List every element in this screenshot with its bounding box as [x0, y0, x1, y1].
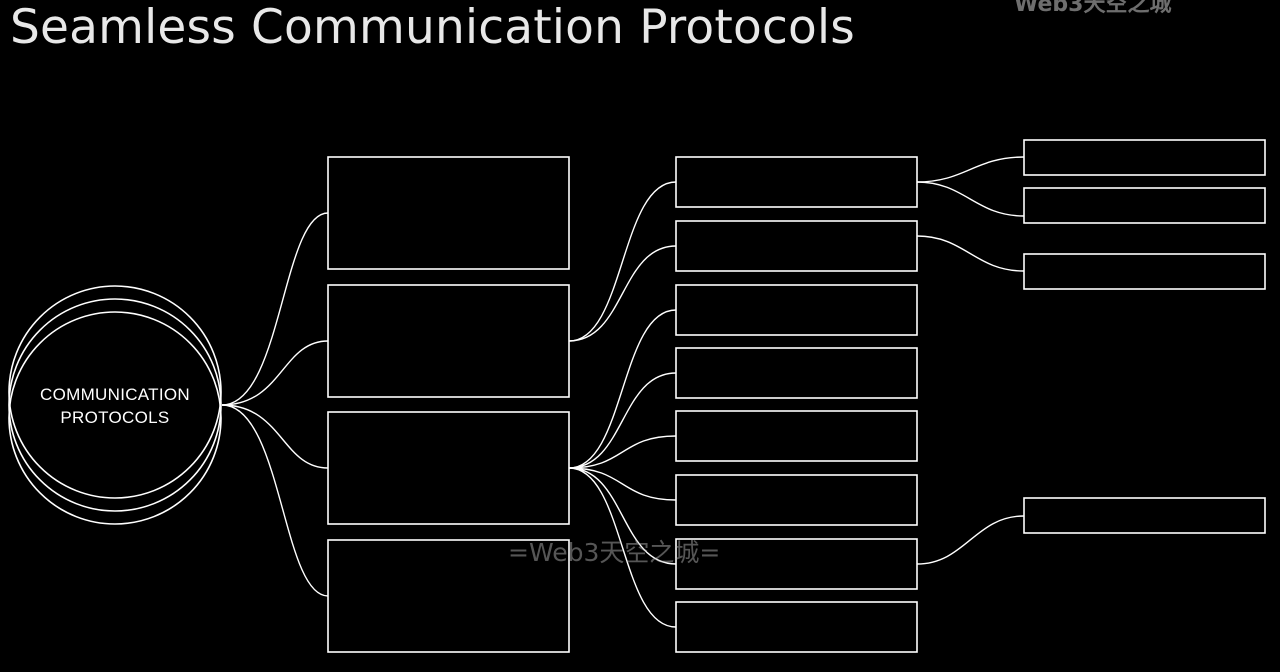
level3-node [1023, 139, 1266, 176]
level2-connectors [916, 156, 1025, 565]
level1-node [327, 539, 570, 653]
center-watermark: =Web3天空之城= [508, 538, 721, 567]
hub-label-line1: COMMUNICATION [40, 385, 190, 404]
level1-node [327, 411, 570, 525]
connector-l1-3-to-l2-4 [568, 372, 677, 469]
connector-l2-1-to-l3-1 [916, 156, 1025, 183]
connector-l2-1-to-l3-2 [916, 181, 1025, 217]
level1-node [327, 156, 570, 270]
page-title: Seamless Communication Protocols [10, 0, 855, 55]
connector-hub-to-l1-1 [221, 212, 329, 406]
level3-node [1023, 253, 1266, 290]
level1-nodes [327, 156, 570, 653]
level2-node [675, 474, 918, 526]
connector-l2-2-to-l3-3 [916, 235, 1025, 272]
level2-node [675, 284, 918, 336]
hub-node: COMMUNICATION PROTOCOLS [8, 285, 222, 525]
level2-node [675, 220, 918, 272]
level3-node [1023, 187, 1266, 224]
connector-hub-to-l1-3 [221, 404, 329, 469]
level2-node [675, 347, 918, 399]
connector-l1-2-to-l2-1 [568, 181, 677, 342]
corner-watermark: Web3天空之城 [1014, 0, 1172, 17]
level2-node [675, 410, 918, 462]
hub-connectors [221, 212, 329, 597]
hub-label-line2: PROTOCOLS [60, 408, 169, 427]
connector-l1-3-to-l2-8 [568, 467, 677, 628]
level1-node [327, 284, 570, 398]
level2-node [675, 601, 918, 653]
level3-nodes [1023, 139, 1266, 534]
level3-node [1023, 497, 1266, 534]
connector-l1-3-to-l2-6 [568, 467, 677, 501]
hub-ring-bottom [8, 311, 222, 525]
connector-l2-7-to-l3-4 [916, 515, 1025, 565]
connector-hub-to-l1-4 [221, 404, 329, 597]
connector-l1-3-to-l2-3 [568, 309, 677, 469]
level2-node [675, 538, 918, 590]
level2-nodes [675, 156, 918, 653]
level2-node [675, 156, 918, 208]
hub-ring-middle [8, 298, 222, 512]
connector-l1-3-to-l2-5 [568, 435, 677, 469]
connector-l1-3-to-l2-7 [568, 467, 677, 565]
connector-hub-to-l1-2 [221, 340, 329, 406]
connector-l1-2-to-l2-2 [568, 245, 677, 342]
level1-connectors [568, 181, 677, 628]
